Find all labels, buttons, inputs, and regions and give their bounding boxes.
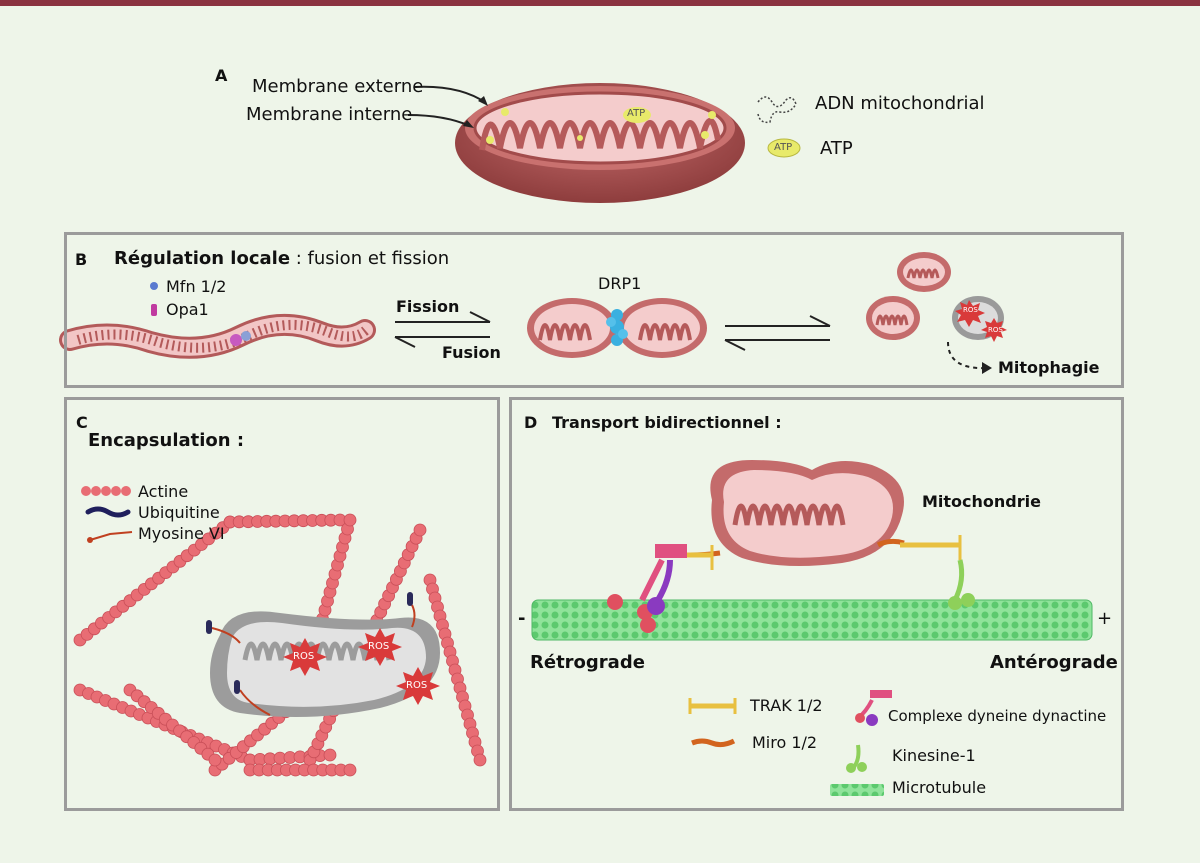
transported-mitochondrion xyxy=(710,460,904,567)
trak-legend-label: TRAK 1/2 xyxy=(750,696,823,715)
atp-icon xyxy=(767,138,801,158)
fission-label: Fission xyxy=(396,297,460,316)
actin-legend-icon xyxy=(81,486,131,496)
panel-b-letter: B xyxy=(75,250,88,269)
miro-legend-label: Miro 1/2 xyxy=(752,733,818,752)
panel-b-title-rest: : fusion et fission xyxy=(290,248,450,269)
microtubule-legend-icon xyxy=(830,784,884,796)
mtdna-legend-label: ADN mitochondrial xyxy=(815,93,985,114)
myosin-legend-icon xyxy=(89,531,133,541)
inner-membrane-label: Membrane interne xyxy=(246,104,413,125)
microtubule xyxy=(531,599,1093,641)
dividing-mitochondrion xyxy=(527,298,707,358)
plus-end-label: + xyxy=(1097,608,1113,629)
dynein-legend-icon xyxy=(855,690,892,726)
fused-mitochondria-network xyxy=(59,313,376,359)
panel-b-title: Régulation locale : fusion et fission xyxy=(114,248,449,269)
ubiquitin-legend-label: Ubiquitine xyxy=(138,503,220,522)
panel-c-title: Encapsulation : xyxy=(88,430,245,451)
fusion-label: Fusion xyxy=(442,343,501,362)
kinesin-legend-icon xyxy=(846,744,867,773)
opa1-legend-label: Opa1 xyxy=(166,300,209,319)
ros-label-c2: ROS xyxy=(368,641,390,652)
actin-bead xyxy=(413,523,427,537)
trak-legend-icon xyxy=(688,698,737,714)
ros-bursts xyxy=(283,628,440,705)
myosin-legend-label: Myosine VI xyxy=(138,524,225,543)
dynein-legend-label: Complexe dyneine dynactine xyxy=(888,707,1107,725)
mitochondrion-cross-section xyxy=(455,83,745,203)
panel-d-letter: D xyxy=(524,413,538,432)
mitochondrion-label: Mitochondrie xyxy=(922,492,1041,511)
actin-bead xyxy=(343,513,357,527)
atp-legend-label: ATP xyxy=(820,138,853,159)
panel-b-title-bold: Régulation locale xyxy=(114,248,291,269)
outer-membrane-label: Membrane externe xyxy=(252,76,424,97)
dynein-dynactin-complex xyxy=(607,544,687,633)
microtubule-legend-label: Microtubule xyxy=(892,778,987,797)
mtdna-icon xyxy=(757,96,797,124)
mfn-legend-label: Mfn 1/2 xyxy=(166,277,227,296)
ros-label-c3: ROS xyxy=(406,680,428,691)
panel-c xyxy=(64,397,500,811)
panel-d-title: Transport bidirectionnel : xyxy=(552,413,782,432)
miro-legend-icon xyxy=(691,738,736,748)
kinesin-1 xyxy=(948,559,975,610)
kinesin-legend-label: Kinesine-1 xyxy=(892,746,976,765)
retrograde-label: Rétrograde xyxy=(530,652,645,673)
drp1-label: DRP1 xyxy=(598,274,642,293)
panel-d xyxy=(509,397,1124,811)
actin-legend-label: Actine xyxy=(138,482,189,501)
top-accent-bar xyxy=(0,0,1200,6)
actin-bead xyxy=(323,748,337,762)
ros-label-b1: ROS xyxy=(963,306,978,314)
ros-label-b2: ROS xyxy=(988,326,1003,334)
actin-bead xyxy=(473,753,487,767)
panel-a-letter: A xyxy=(215,66,228,85)
mitophagy-label: Mitophagie xyxy=(998,358,1100,377)
atp-badge: ATP xyxy=(627,108,646,119)
atp-legend-icon-text: ATP xyxy=(774,142,793,153)
actin-bead xyxy=(343,763,357,777)
opa1-icon xyxy=(151,304,157,316)
ros-label-c1: ROS xyxy=(293,651,315,662)
anterograde-label: Antérograde xyxy=(990,652,1118,673)
minus-end-label: - xyxy=(518,608,526,629)
ubiquitin-legend-icon xyxy=(85,506,131,518)
actin-bead xyxy=(208,753,222,767)
panel-b xyxy=(64,232,1124,388)
panel-c-letter: C xyxy=(76,413,88,432)
mfn-icon xyxy=(150,282,158,290)
fragmented-mitochondria xyxy=(866,252,1007,342)
